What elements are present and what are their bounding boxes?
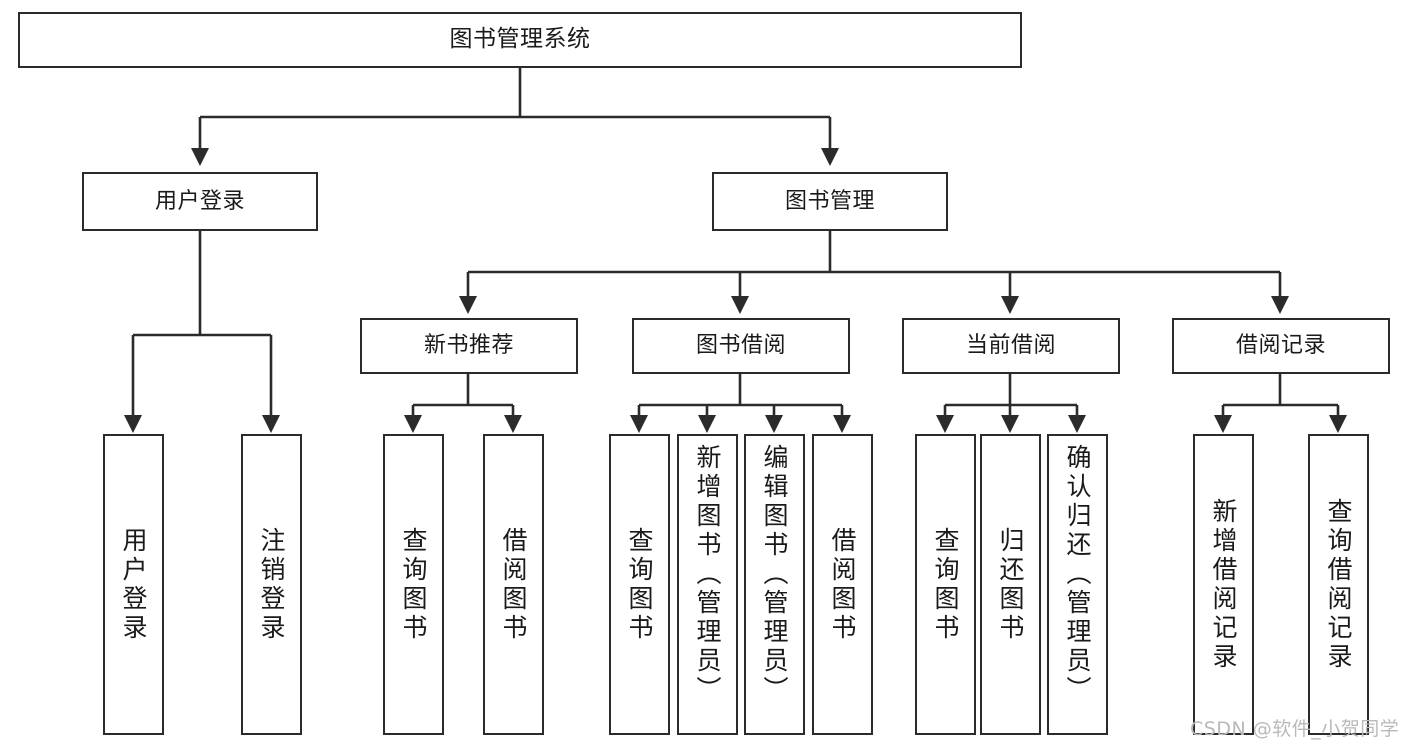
node-new-book-recommend[interactable]: 新书推荐 [360, 318, 578, 374]
node-label: 借阅图书 [499, 526, 528, 643]
node-label: 用户登录 [154, 188, 245, 214]
node-label: 借阅记录 [1235, 333, 1326, 359]
node-root-system[interactable]: 图书管理系统 [18, 12, 1022, 68]
node-label: 归还图书 [996, 526, 1025, 643]
node-leaf-query-book-1[interactable]: 查询图书 [383, 434, 444, 735]
node-leaf-query-book-3[interactable]: 查询图书 [915, 434, 976, 735]
node-leaf-add-record[interactable]: 新增借阅记录 [1193, 434, 1254, 735]
node-current-borrow[interactable]: 当前借阅 [902, 318, 1120, 374]
node-leaf-borrow-book-2[interactable]: 借阅图书 [812, 434, 873, 735]
node-label: 编辑图书（管理员） [760, 444, 789, 705]
node-borrow-record[interactable]: 借阅记录 [1172, 318, 1390, 374]
node-label: 用户登录 [119, 526, 148, 643]
node-leaf-confirm-return[interactable]: 确认归还（管理员） [1047, 434, 1108, 735]
node-leaf-edit-book[interactable]: 编辑图书（管理员） [744, 434, 805, 735]
node-label: 借阅图书 [828, 526, 857, 643]
node-leaf-user-login[interactable]: 用户登录 [103, 434, 164, 735]
node-leaf-logout[interactable]: 注销登录 [241, 434, 302, 735]
node-book-borrow[interactable]: 图书借阅 [632, 318, 850, 374]
node-leaf-query-record[interactable]: 查询借阅记录 [1308, 434, 1369, 735]
node-label: 查询图书 [399, 526, 428, 643]
node-label: 查询图书 [931, 526, 960, 643]
node-label: 新增借阅记录 [1209, 497, 1238, 672]
node-label: 确认归还（管理员） [1063, 444, 1092, 705]
node-label: 图书管理 [784, 188, 875, 214]
node-book-management[interactable]: 图书管理 [712, 172, 948, 231]
node-leaf-add-book[interactable]: 新增图书（管理员） [677, 434, 738, 735]
node-label: 图书管理系统 [449, 26, 591, 53]
node-label: 查询图书 [625, 526, 654, 643]
node-label: 当前借阅 [965, 333, 1056, 359]
node-label: 图书借阅 [695, 333, 786, 359]
node-label: 查询借阅记录 [1324, 497, 1353, 672]
node-label: 新书推荐 [423, 333, 514, 359]
watermark: CSDN @软件_小贺同学 [1190, 718, 1400, 740]
node-label: 新增图书（管理员） [693, 444, 722, 705]
node-leaf-borrow-book-1[interactable]: 借阅图书 [483, 434, 544, 735]
node-label: 注销登录 [257, 526, 286, 643]
node-leaf-query-book-2[interactable]: 查询图书 [609, 434, 670, 735]
node-user-login[interactable]: 用户登录 [82, 172, 318, 231]
node-leaf-return-book[interactable]: 归还图书 [980, 434, 1041, 735]
